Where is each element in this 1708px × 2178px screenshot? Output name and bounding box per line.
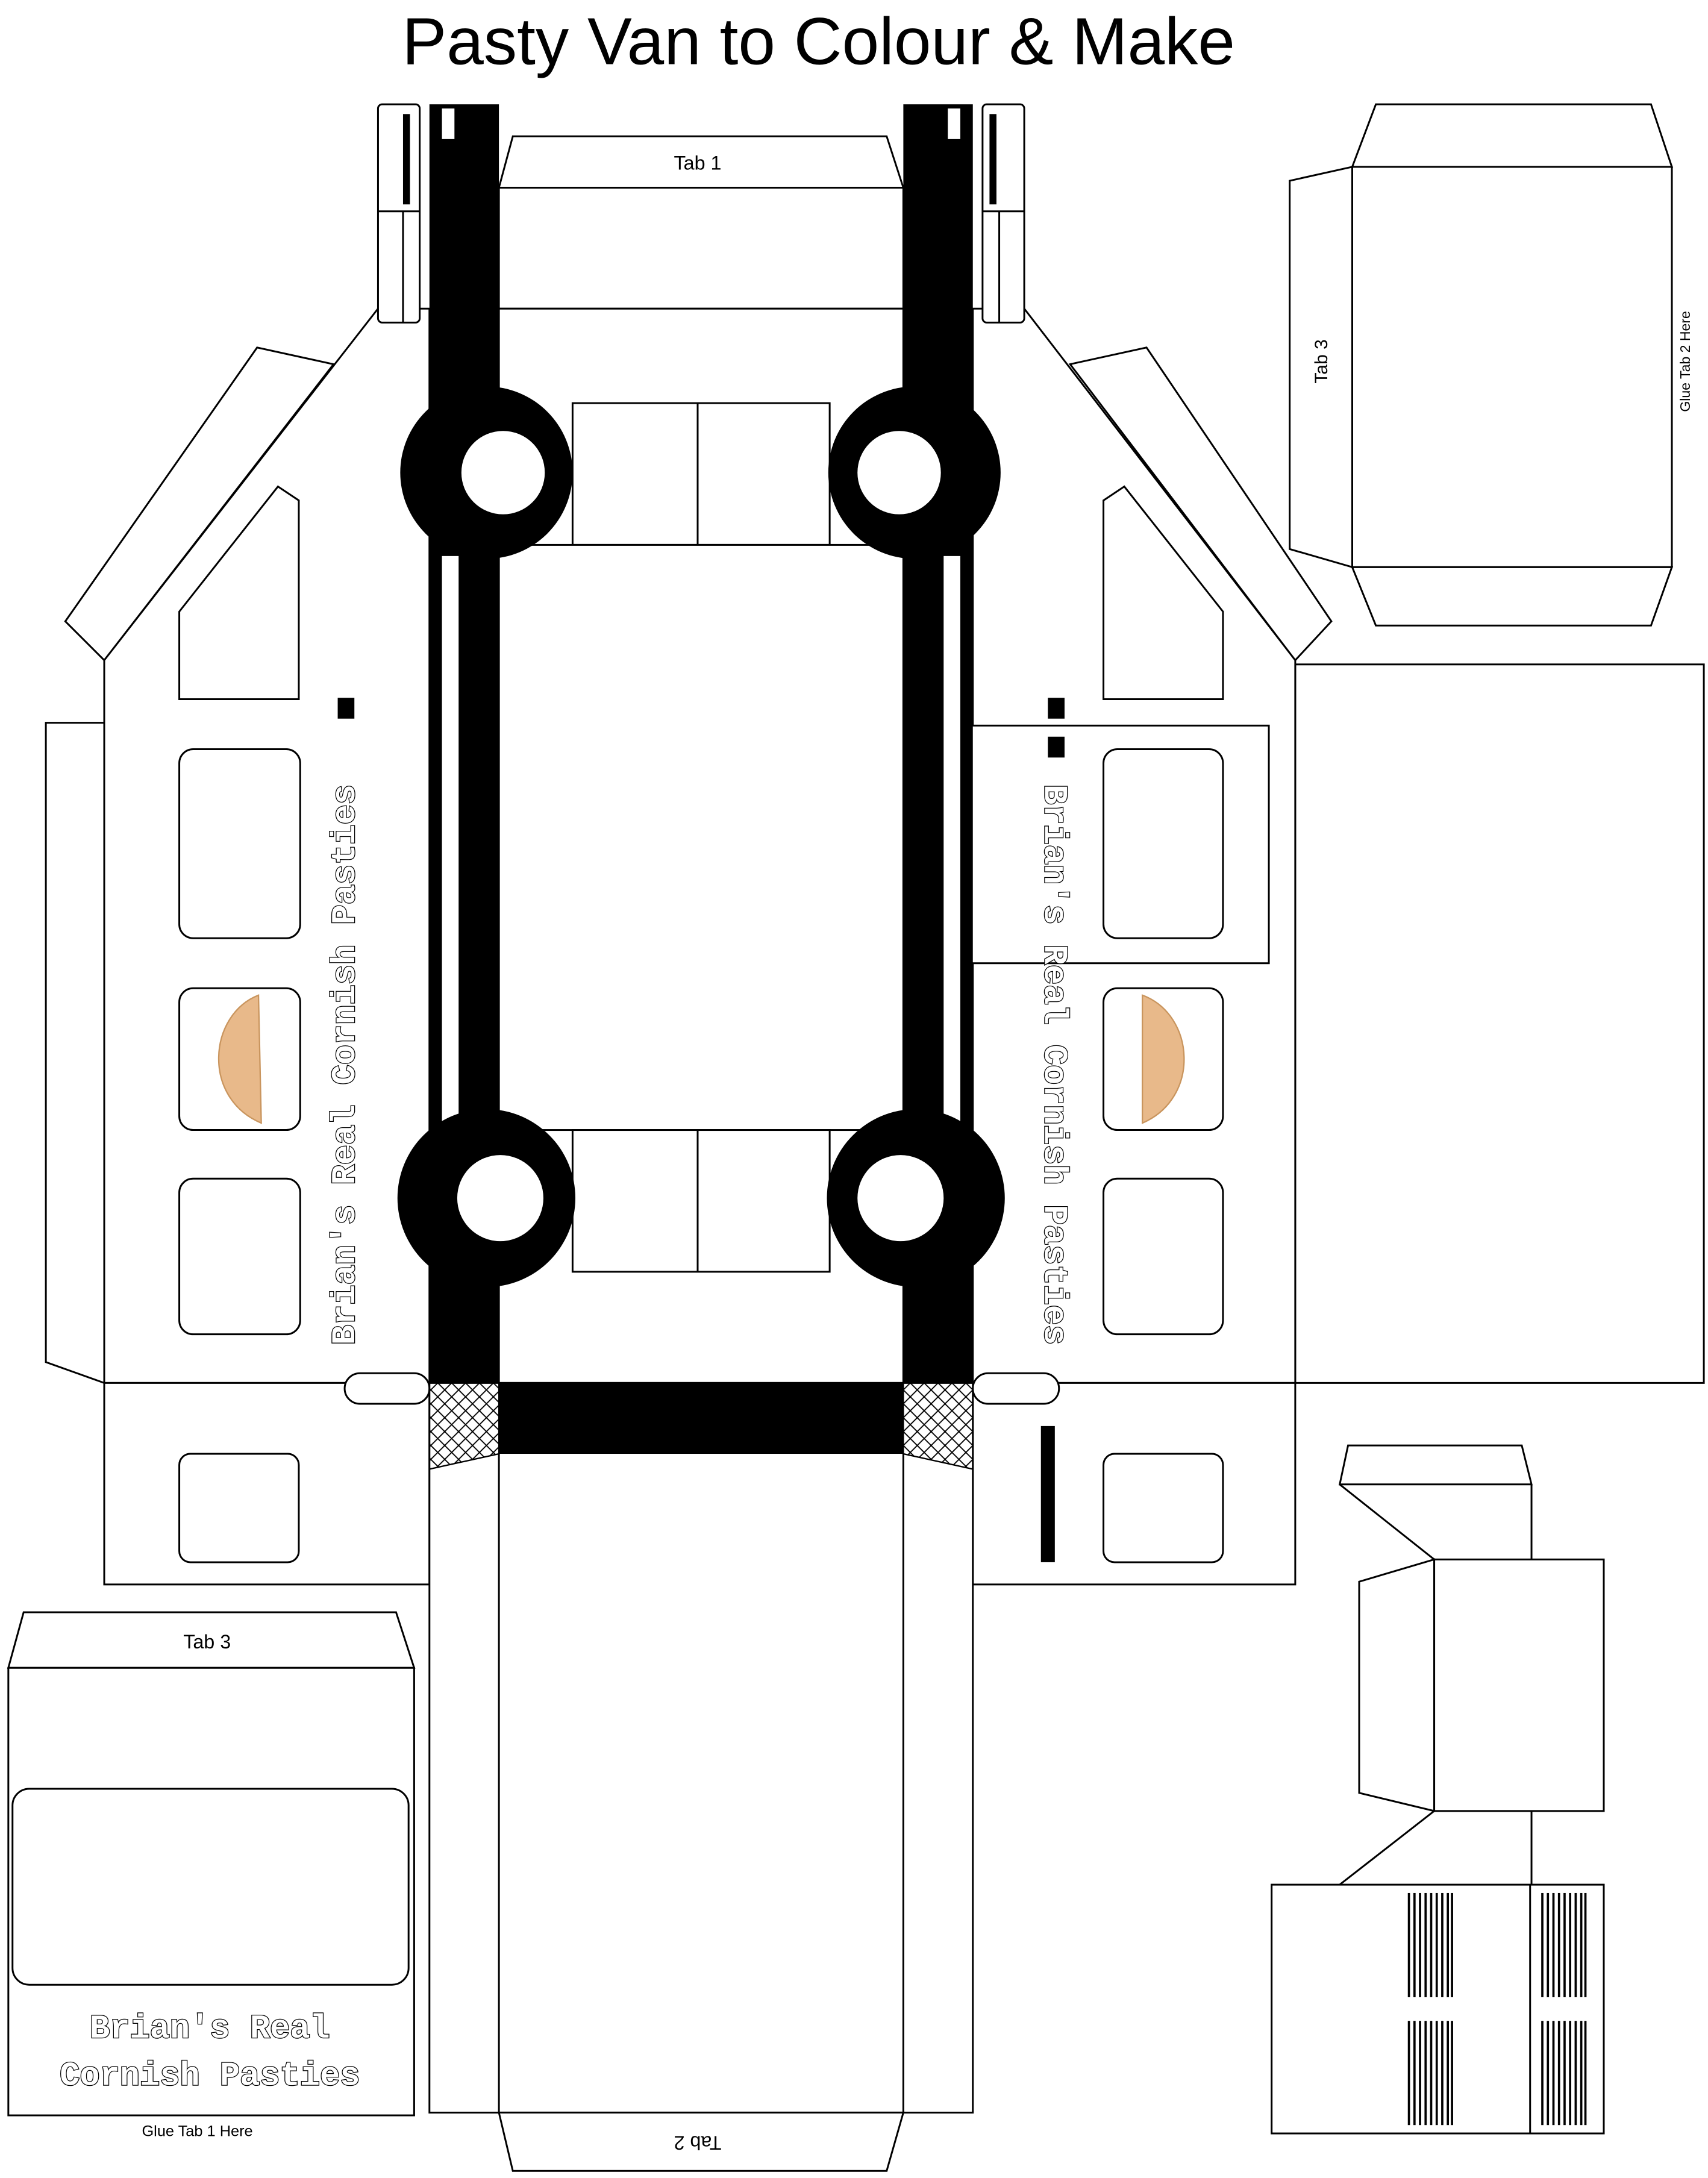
back-logo-line2: Cornish Pasties <box>60 2057 360 2095</box>
side-logo-right: Brian's Real Cornish Pasties <box>1035 784 1073 1345</box>
left-side-panel: Brian's Real Cornish Pasties <box>45 103 431 1586</box>
tab-3-label-top: Tab 3 <box>1312 339 1331 383</box>
glue-tab-2-label: Glue Tab 2 Here <box>1677 311 1693 412</box>
pasty-icon <box>217 994 262 1124</box>
page-title: Pasty Van to Colour & Make <box>402 4 1235 78</box>
side-logo-left: Brian's Real Cornish Pasties <box>327 784 364 1345</box>
glue-tab-1-label: Glue Tab 1 Here <box>142 2123 252 2140</box>
back-logo-line1: Brian's Real <box>90 2010 330 2048</box>
cab-net <box>1271 1444 1605 2135</box>
tab-2-label: Tab 2 <box>674 2132 722 2154</box>
central-body-strip: Tab 1 Tab 2 <box>397 104 1005 2172</box>
top-right-box-net: Tab 3 Glue Tab 2 Here <box>1289 103 1693 627</box>
tab-3-label-bottom: Tab 3 <box>183 1631 231 1653</box>
pasty-icon <box>1141 994 1185 1124</box>
back-panel-net: Tab 3 Brian's Real Cornish Pasties Glue … <box>7 1611 416 2140</box>
tab-1-label: Tab 1 <box>674 152 722 174</box>
